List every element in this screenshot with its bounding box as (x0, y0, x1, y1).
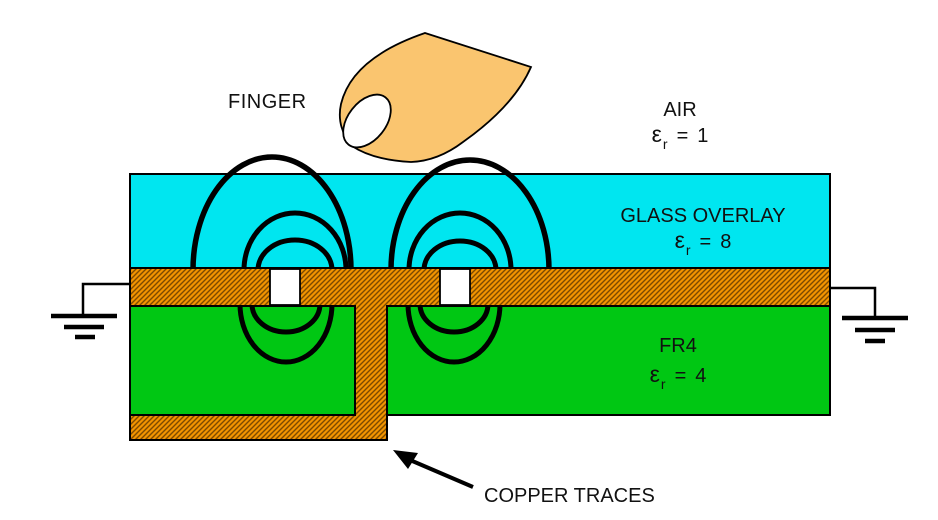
ground-symbol-right-icon (830, 286, 908, 344)
ground-symbol-left-icon (51, 282, 130, 340)
permittivity-value: 4 (695, 365, 707, 387)
field-lines-lower (237, 303, 503, 365)
air-region-label: AIR εr = 1 (652, 100, 709, 155)
finger-illustration (338, 32, 533, 163)
field-lines-upper (190, 154, 552, 271)
copper-traces-label: COPPER TRACES (484, 485, 655, 507)
fr4-region-name: FR4 (659, 335, 697, 357)
ground-wire-left (81, 282, 130, 316)
finger-label: FINGER (228, 91, 307, 113)
field-line-arc (421, 238, 499, 271)
field-line-arc (249, 303, 323, 335)
epsilon-symbol: ε (649, 361, 660, 387)
arrow-head (393, 450, 418, 469)
epsilon-subscript: r (662, 136, 668, 152)
field-line-arc (417, 303, 491, 335)
glass-permittivity: εr = 8 (620, 227, 785, 261)
finger-body (338, 32, 533, 163)
copper-traces-arrow-icon (393, 450, 474, 489)
field-line-arc (190, 154, 354, 271)
permittivity-value: 1 (697, 125, 709, 147)
field-line-arc (405, 303, 503, 365)
trace-gap-left (269, 268, 301, 306)
air-permittivity: εr = 1 (651, 121, 709, 155)
field-line-arc (237, 303, 335, 365)
field-line-arc (241, 210, 349, 271)
fr4-region-label: FR4 εr = 4 (650, 336, 707, 395)
equals-sign: = (699, 231, 712, 253)
field-line-arc (388, 157, 552, 271)
trace-gap-right (439, 268, 471, 306)
field-line-arc (406, 210, 514, 271)
epsilon-subscript: r (660, 376, 666, 392)
epsilon-subscript: r (685, 242, 691, 258)
air-region-name: AIR (663, 99, 697, 121)
epsilon-symbol: ε (674, 227, 685, 253)
field-line-arc (255, 237, 335, 271)
fingernail (342, 93, 392, 149)
ground-wire-right (830, 286, 877, 318)
arrow-shaft (409, 458, 474, 489)
equals-sign: = (674, 365, 687, 387)
equals-sign: = (676, 125, 689, 147)
epsilon-symbol: ε (651, 121, 662, 147)
permittivity-value: 8 (720, 231, 732, 253)
fr4-permittivity: εr = 4 (649, 361, 707, 395)
glass-region-name: GLASS OVERLAY (620, 205, 786, 227)
copper-trace-layer (129, 267, 831, 441)
glass-region-label: GLASS OVERLAY εr = 8 (620, 206, 785, 261)
